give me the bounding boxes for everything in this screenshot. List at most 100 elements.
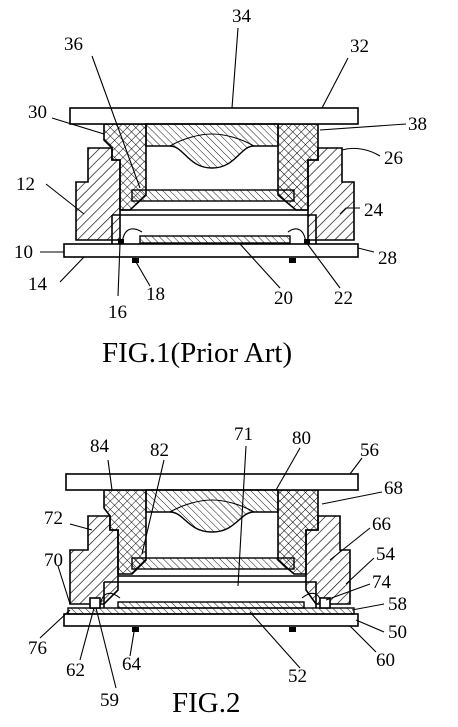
fig2-leader-70 bbox=[57, 565, 71, 605]
fig1-bond-wire-right bbox=[287, 228, 307, 244]
fig1-label-16: 16 bbox=[108, 302, 127, 323]
fig2-label-84: 84 bbox=[90, 436, 110, 457]
fig2-leader-64 bbox=[129, 631, 135, 657]
fig2-label-52: 52 bbox=[288, 666, 307, 687]
fig2-leader-80 bbox=[275, 447, 301, 491]
fig2-leader-74 bbox=[325, 583, 371, 601]
fig1-base-board bbox=[63, 243, 359, 258]
fig1-leader-34 bbox=[231, 27, 239, 109]
fig2-leader-82 bbox=[141, 459, 165, 555]
fig2-leader-52 bbox=[249, 611, 301, 669]
fig2-leader-72 bbox=[69, 523, 93, 531]
fig1-label-34: 34 bbox=[232, 6, 252, 27]
fig1-lens-curve bbox=[169, 133, 255, 147]
fig1-leader-20 bbox=[239, 243, 281, 289]
fig1-label-28: 28 bbox=[378, 248, 397, 269]
fig1-leader-30 bbox=[51, 117, 105, 135]
fig2-label-59: 59 bbox=[100, 690, 119, 711]
fig2-label-68: 68 bbox=[384, 478, 403, 499]
fig2-adhesive-layer bbox=[67, 607, 355, 615]
fig2-spacer-right bbox=[319, 597, 331, 609]
fig2-label-64: 64 bbox=[122, 654, 142, 675]
fig1-chip bbox=[139, 235, 291, 244]
fig1-label-20: 20 bbox=[274, 288, 293, 309]
fig1-bond-pad-left bbox=[118, 239, 124, 244]
fig1-solder-pad-right bbox=[289, 258, 296, 263]
fig1-leader-22 bbox=[305, 241, 341, 289]
fig2-base-board bbox=[63, 613, 359, 627]
fig2-label-74: 74 bbox=[372, 572, 392, 593]
fig1-filter bbox=[131, 189, 295, 202]
fig1-holder-right bbox=[307, 147, 355, 241]
fig2-leader-68 bbox=[321, 491, 383, 505]
fig1-leader-12 bbox=[45, 183, 85, 215]
fig1-label-32: 32 bbox=[350, 36, 369, 57]
fig2-filter bbox=[131, 557, 295, 570]
fig2-label-76: 76 bbox=[28, 638, 47, 659]
fig1-leader-18 bbox=[135, 261, 151, 287]
fig2-leader-62 bbox=[79, 607, 95, 661]
fig1-label-10: 10 bbox=[14, 242, 33, 263]
fig1-frame bbox=[111, 214, 317, 244]
fig2-label-80: 80 bbox=[292, 428, 311, 449]
fig1-label-22: 22 bbox=[334, 288, 353, 309]
fig2-label-56: 56 bbox=[360, 440, 379, 461]
figure-2: 84 82 71 80 56 68 72 66 54 70 74 58 76 5… bbox=[28, 424, 407, 719]
fig2-label-60: 60 bbox=[376, 650, 395, 671]
fig1-label-14: 14 bbox=[28, 274, 48, 295]
fig1-leader-16 bbox=[117, 243, 121, 297]
fig2-barrel-left bbox=[103, 489, 147, 575]
fig2-lens bbox=[145, 489, 279, 533]
fig1-label-24: 24 bbox=[364, 200, 384, 221]
fig2-leader-59 bbox=[95, 607, 117, 689]
fig2-label-71: 71 bbox=[234, 424, 253, 445]
fig2-solder-pad-right bbox=[289, 627, 296, 632]
fig1-leader-14 bbox=[59, 256, 85, 283]
fig2-lens-curve bbox=[169, 499, 255, 513]
fig1-leader-26 bbox=[341, 147, 381, 157]
fig2-leader-66 bbox=[329, 527, 371, 561]
fig1-leader-28 bbox=[357, 247, 375, 253]
fig2-leader-50 bbox=[355, 619, 385, 633]
fig2-leader-71 bbox=[237, 445, 247, 587]
fig2-label-66: 66 bbox=[372, 514, 391, 535]
fig1-lens bbox=[145, 123, 279, 169]
fig2-label-50: 50 bbox=[388, 622, 407, 643]
fig1-label-30: 30 bbox=[28, 102, 47, 123]
fig1-leader-38 bbox=[319, 123, 407, 131]
fig1-label-12: 12 bbox=[16, 174, 35, 195]
fig1-barrel-left bbox=[103, 123, 147, 211]
fig1-label-36: 36 bbox=[64, 34, 83, 55]
fig2-leader-56 bbox=[349, 457, 363, 475]
fig2-caption: FIG.2 bbox=[172, 687, 240, 719]
fig2-leader-84 bbox=[107, 459, 113, 491]
fig1-solder-pad-left bbox=[132, 258, 139, 263]
fig2-solder-pad-left bbox=[132, 627, 139, 632]
fig1-bond-wire-left bbox=[121, 228, 143, 244]
fig2-chip bbox=[117, 601, 305, 609]
fig1-label-26: 26 bbox=[384, 148, 403, 169]
fig1-holder-left bbox=[75, 147, 121, 241]
fig2-label-58: 58 bbox=[388, 594, 407, 615]
fig1-caption: FIG.1(Prior Art) bbox=[102, 337, 292, 369]
fig2-label-62: 62 bbox=[66, 660, 85, 681]
fig2-leader-76 bbox=[39, 609, 71, 639]
fig1-label-38: 38 bbox=[408, 114, 427, 135]
fig2-leader-58 bbox=[351, 603, 385, 611]
fig1-leader-36 bbox=[91, 55, 141, 189]
fig2-label-54: 54 bbox=[376, 544, 396, 565]
fig2-label-70: 70 bbox=[44, 550, 63, 571]
fig2-spacer-left bbox=[89, 597, 101, 609]
fig1-leader-32 bbox=[321, 57, 349, 109]
fig2-leader-60 bbox=[349, 625, 377, 653]
fig2-label-82: 82 bbox=[150, 440, 169, 461]
fig1-bond-pad-right bbox=[304, 239, 310, 244]
fig1-leader-24 bbox=[339, 207, 360, 215]
fig1-cover-glass bbox=[69, 107, 359, 125]
fig1-label-18: 18 bbox=[146, 284, 165, 305]
fig2-leader-54 bbox=[345, 557, 375, 585]
fig2-label-72: 72 bbox=[44, 508, 63, 529]
figure-1: 34 36 32 30 38 26 12 24 10 28 14 18 20 2… bbox=[14, 6, 427, 369]
